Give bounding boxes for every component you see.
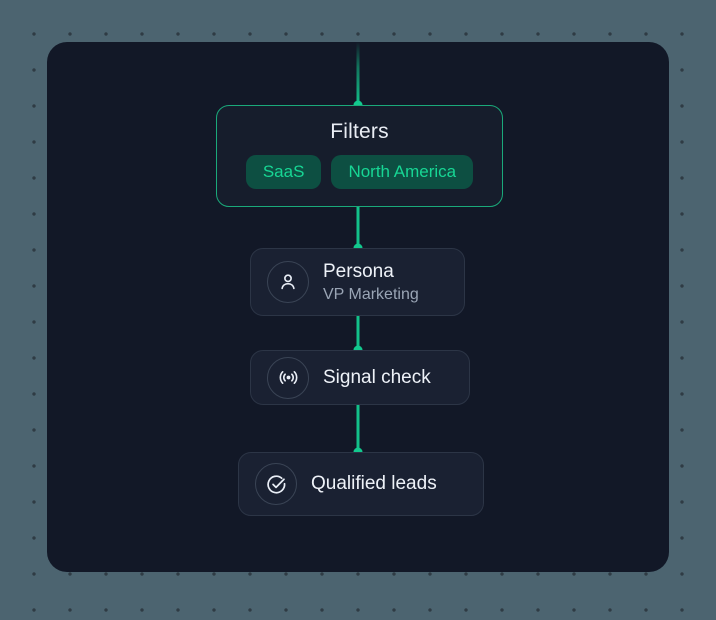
node-signal-check-title: Signal check xyxy=(323,366,431,388)
connector-top xyxy=(356,42,360,105)
filter-pill-north-america[interactable]: North America xyxy=(331,155,474,189)
node-qualified-leads-title: Qualified leads xyxy=(311,473,437,494)
connector-signal-to-leads xyxy=(356,405,360,452)
flow-canvas: Filters SaaS North America Persona VP Ma… xyxy=(47,42,669,572)
signal-broadcast-icon xyxy=(279,371,297,384)
check-circle-icon-ring xyxy=(255,463,297,505)
filters-pill-row: SaaS North America xyxy=(245,155,474,189)
person-icon-ring xyxy=(267,261,309,303)
signal-broadcast-icon-ring xyxy=(267,356,309,399)
filters-title: Filters xyxy=(330,120,389,143)
filters-card[interactable]: Filters SaaS North America xyxy=(216,105,503,207)
node-persona-title: Persona xyxy=(323,260,394,282)
connector-filters-to-persona xyxy=(356,207,360,248)
person-icon xyxy=(281,274,295,290)
node-qualified-leads[interactable]: Qualified leads xyxy=(238,452,484,516)
node-persona[interactable]: Persona VP Marketing xyxy=(250,248,465,316)
node-persona-subtitle: VP Marketing xyxy=(323,285,419,303)
filter-pill-saas[interactable]: SaaS xyxy=(245,155,322,189)
node-persona-text: Persona VP Marketing xyxy=(323,260,419,305)
node-signal-check[interactable]: Signal check xyxy=(250,350,470,405)
connector-persona-to-signal xyxy=(356,316,360,350)
check-circle-icon xyxy=(266,474,285,494)
